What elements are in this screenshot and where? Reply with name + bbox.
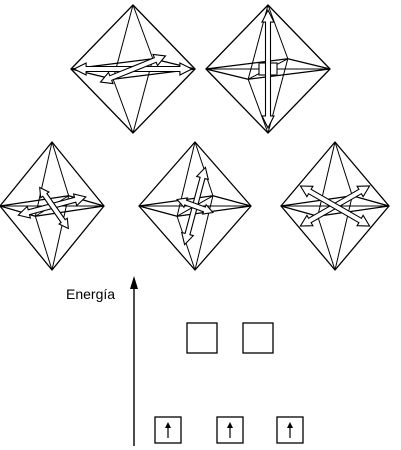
octahedron-edge bbox=[51, 195, 70, 271]
octahedron-edge bbox=[194, 195, 214, 271]
orbital-lobe-arrow bbox=[39, 186, 69, 230]
energy-axis-arrowhead bbox=[130, 276, 138, 289]
octahedron-edge bbox=[112, 79, 134, 134]
octahedron-edge bbox=[132, 4, 154, 59]
energy-diagram bbox=[130, 276, 304, 446]
octahedron-middle-right bbox=[280, 141, 390, 271]
octahedron-edge bbox=[334, 195, 353, 271]
electron-arrowhead bbox=[227, 422, 233, 428]
octahedron-top-right bbox=[205, 4, 331, 134]
orbital-box-upper bbox=[242, 322, 274, 354]
electron-arrowhead bbox=[287, 422, 293, 428]
orbital-lobe-arrow bbox=[299, 185, 371, 227]
octahedron-edge bbox=[317, 141, 336, 217]
orbital-lobe-arrow bbox=[99, 53, 167, 85]
octahedron-edge bbox=[51, 141, 70, 196]
octahedron-edge bbox=[176, 141, 196, 217]
octahedron-middle-left bbox=[0, 141, 105, 271]
octahedron-edge bbox=[317, 216, 336, 271]
octahedron-top-left bbox=[70, 4, 196, 134]
octahedron-edge bbox=[267, 4, 289, 59]
orbital-box-upper bbox=[186, 322, 218, 354]
energy-axis-label: Energía bbox=[66, 286, 116, 302]
octahedron-edge bbox=[334, 141, 353, 196]
octahedron-middle-center bbox=[138, 141, 252, 271]
electron-arrowhead bbox=[165, 422, 171, 428]
octahedron-edge bbox=[34, 141, 53, 217]
orbital-lobe-arrow bbox=[261, 8, 275, 130]
octahedron-edge bbox=[34, 216, 53, 271]
orbital-lobe-arrow bbox=[176, 197, 214, 215]
orbital-box-lower bbox=[216, 416, 244, 444]
octahedron-edge bbox=[247, 79, 269, 134]
